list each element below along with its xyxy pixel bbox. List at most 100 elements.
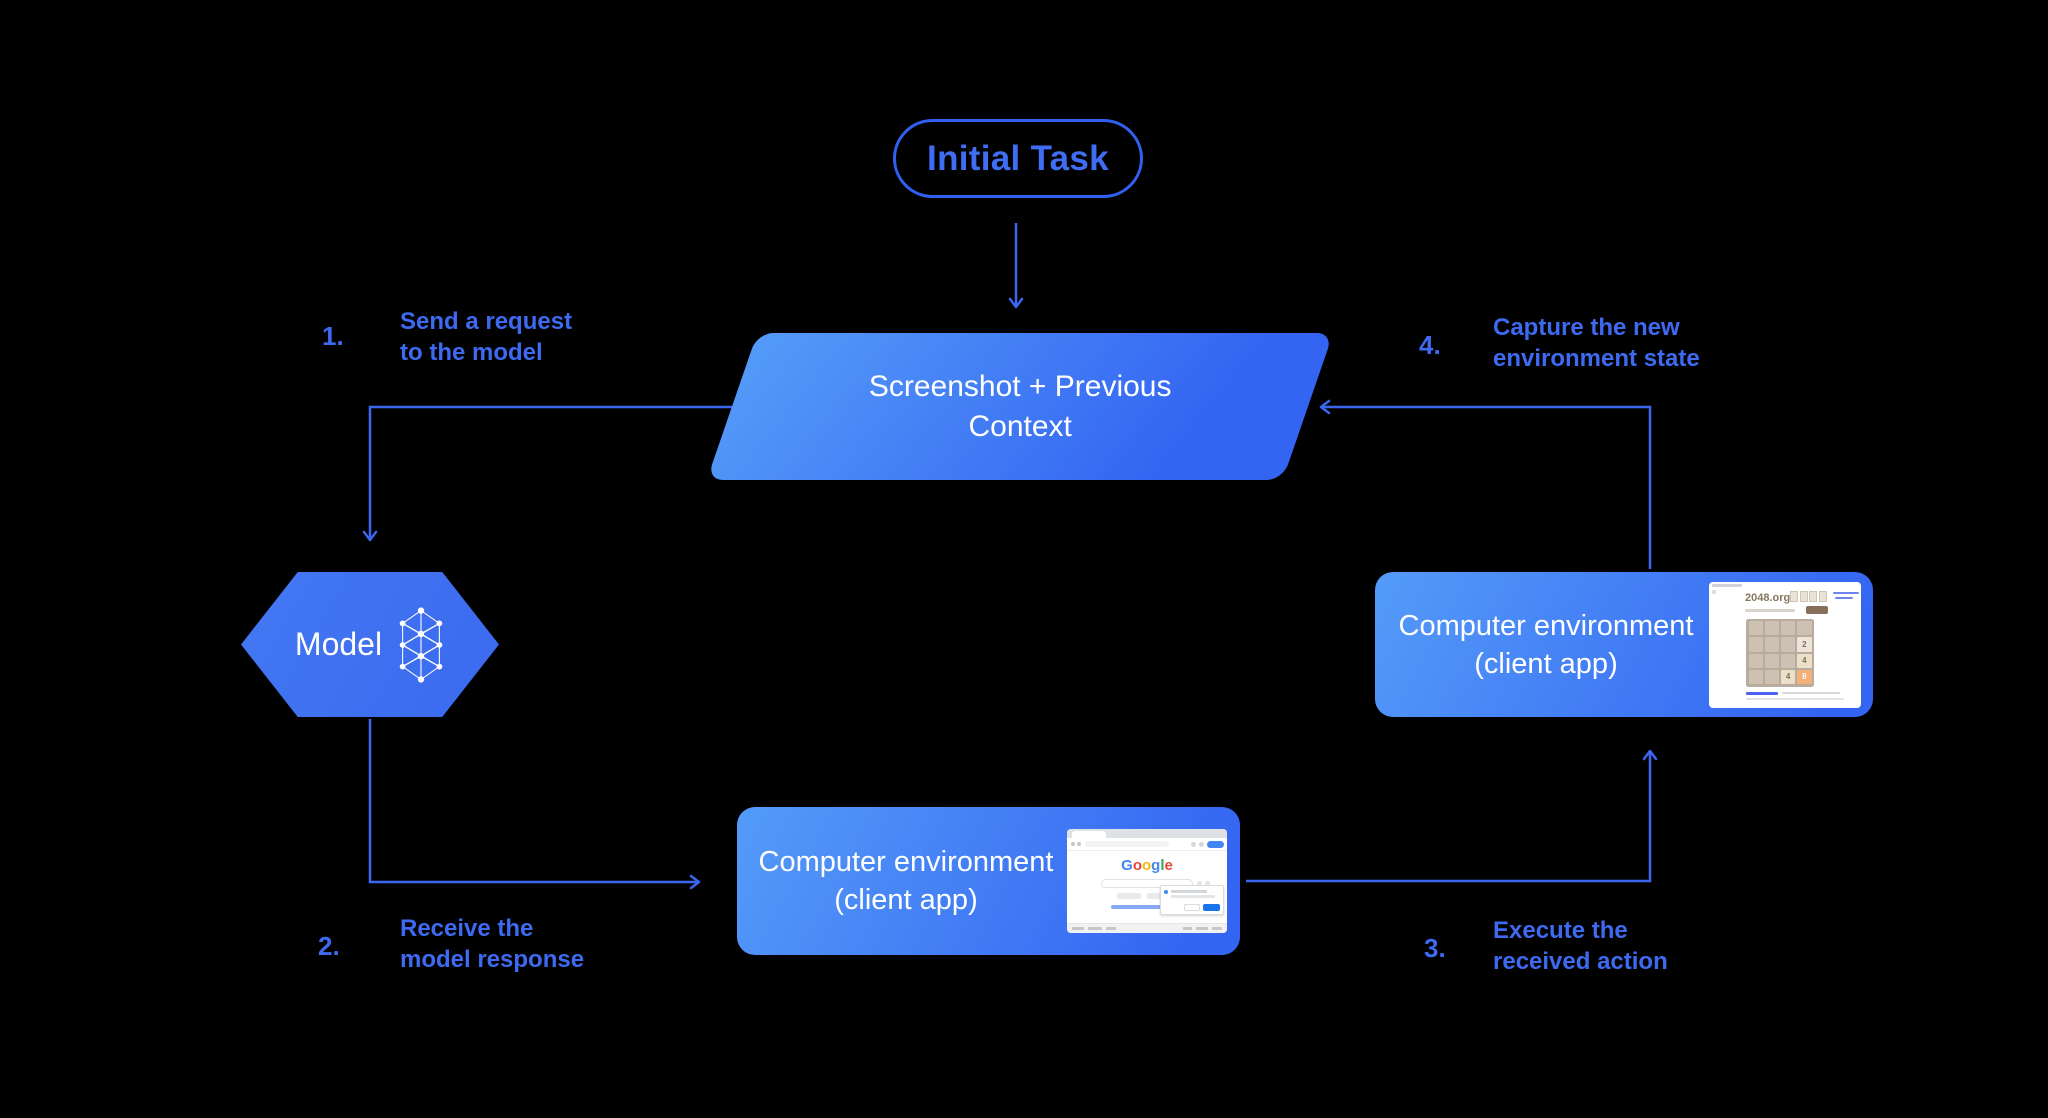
step-1-number: 1. (322, 321, 344, 351)
env-right-line1: Computer environment (1398, 609, 1694, 642)
google-logo-letter: l (1160, 857, 1165, 874)
new-game-button (1806, 605, 1828, 614)
step-2-line1: Receive the (400, 915, 534, 942)
step-3-line1: Execute the (1493, 917, 1628, 944)
screenshot-context-line1: Screenshot + Previous (868, 369, 1172, 403)
blurred-text-bar (1171, 895, 1215, 898)
game-cell (1781, 621, 1796, 636)
step-2-line2: model response (400, 946, 585, 973)
blurred-text-bar (1782, 691, 1840, 694)
neural-network-icon (399, 606, 443, 683)
step-4-line2: environment state (1493, 345, 1700, 372)
apps-icon (1191, 841, 1196, 847)
blurred-text-bar (1196, 927, 1208, 930)
screenshot-context-node: Screenshot + Previous Context (706, 333, 1334, 480)
game-tile: 2 (1797, 637, 1812, 652)
google-logo: Google (1067, 857, 1227, 874)
google-logo-letter: G (1121, 857, 1133, 874)
google-search-button (1117, 893, 1141, 899)
browser-toolbar (1067, 838, 1227, 851)
computer-env-bottom-node: Computer environment (client app) Google (737, 807, 1240, 955)
step-4-number: 4. (1419, 330, 1441, 360)
step-3-number: 3. (1424, 933, 1446, 963)
url-bar (1085, 841, 1169, 847)
screenshot-context-line2: Context (968, 409, 1072, 443)
game-cell (1764, 669, 1779, 684)
dialog-primary-button (1203, 904, 1220, 911)
model-node: Model (241, 572, 499, 717)
env-bottom-line1: Computer environment (758, 846, 1054, 878)
forward-icon (1077, 842, 1081, 846)
blurred-text-bar (1197, 881, 1202, 885)
google-screenshot-thumbnail: Google (1067, 829, 1227, 933)
initial-task-node: Initial Task (893, 119, 1143, 198)
step-2-label: Receive the model response (400, 913, 584, 975)
google-logo-letter: e (1164, 857, 1173, 874)
score-box (1809, 590, 1817, 602)
blurred-link-bar (1835, 596, 1853, 599)
google-dialog (1160, 885, 1224, 915)
step-1-label: Send a request to the model (400, 306, 572, 368)
google-search-bar (1101, 879, 1193, 888)
blurred-text-bar (1072, 927, 1084, 930)
score-box (1818, 590, 1827, 602)
game-score-boxes (1790, 590, 1827, 602)
game-cell (1764, 653, 1779, 668)
step-4-line1: Capture the new (1493, 314, 1680, 341)
computer-env-bottom-label: Computer environment (client app) (745, 843, 1067, 919)
game-cell (1748, 637, 1763, 652)
computer-env-right-node: Computer environment (client app) 2048.o… (1375, 572, 1873, 717)
bookmark-icon (1712, 589, 1716, 594)
google-footer (1067, 923, 1227, 933)
avatar (1199, 841, 1204, 847)
game-tile: 4 (1797, 653, 1812, 668)
game-cell (1748, 621, 1763, 636)
google-logo-letter: o (1132, 857, 1142, 874)
env-bottom-line2: (client app) (834, 884, 978, 916)
signin-button (1207, 840, 1224, 848)
game-title: 2048.org (1745, 591, 1791, 604)
dialog-icon (1164, 890, 1168, 894)
game-cell (1781, 653, 1796, 668)
blurred-text-bar (1712, 583, 1742, 587)
blurred-text-bar (1171, 890, 1207, 893)
back-icon (1071, 842, 1075, 846)
blurred-text-bar (1205, 881, 1210, 885)
screenshot-context-label: Screenshot + Previous Context (869, 367, 1172, 447)
arrow-model-to-env (368, 719, 701, 890)
dialog-secondary-button (1184, 904, 1200, 911)
step-1-line2: to the model (400, 339, 543, 366)
game-cell (1748, 669, 1763, 684)
blurred-link-bar (1833, 591, 1859, 594)
initial-task-label: Initial Task (927, 138, 1109, 178)
step-3-label: Execute the received action (1493, 915, 1668, 977)
score-box (1790, 590, 1798, 602)
score-box (1799, 590, 1808, 602)
browser-tab-bar (1067, 829, 1227, 838)
blurred-text-bar (1745, 608, 1795, 612)
browser-tab (1072, 831, 1106, 838)
arrow-env-new-to-screenshot (1319, 399, 1652, 569)
blurred-link-bar (1111, 905, 1183, 909)
google-logo-letter: g (1151, 857, 1161, 874)
env-right-line2: (client app) (1474, 647, 1618, 680)
game-cell (1781, 637, 1796, 652)
game-tile: 4 (1781, 669, 1796, 684)
blurred-text-bar (1212, 927, 1222, 930)
step-4-label: Capture the new environment state (1493, 312, 1700, 374)
computer-env-right-label: Computer environment (client app) (1383, 607, 1709, 683)
arrow-screenshot-to-model (362, 405, 733, 542)
blurred-text-bar (1106, 927, 1116, 930)
game-cell (1764, 637, 1779, 652)
game-cell (1764, 621, 1779, 636)
step-1-line1: Send a request (400, 308, 573, 335)
step-2-number: 2. (318, 931, 340, 961)
game-tile: 8 (1797, 669, 1812, 684)
google-logo-letter: o (1141, 857, 1152, 874)
blurred-text-bar (1088, 927, 1102, 930)
arrow-env-to-env-new (1246, 749, 1658, 883)
